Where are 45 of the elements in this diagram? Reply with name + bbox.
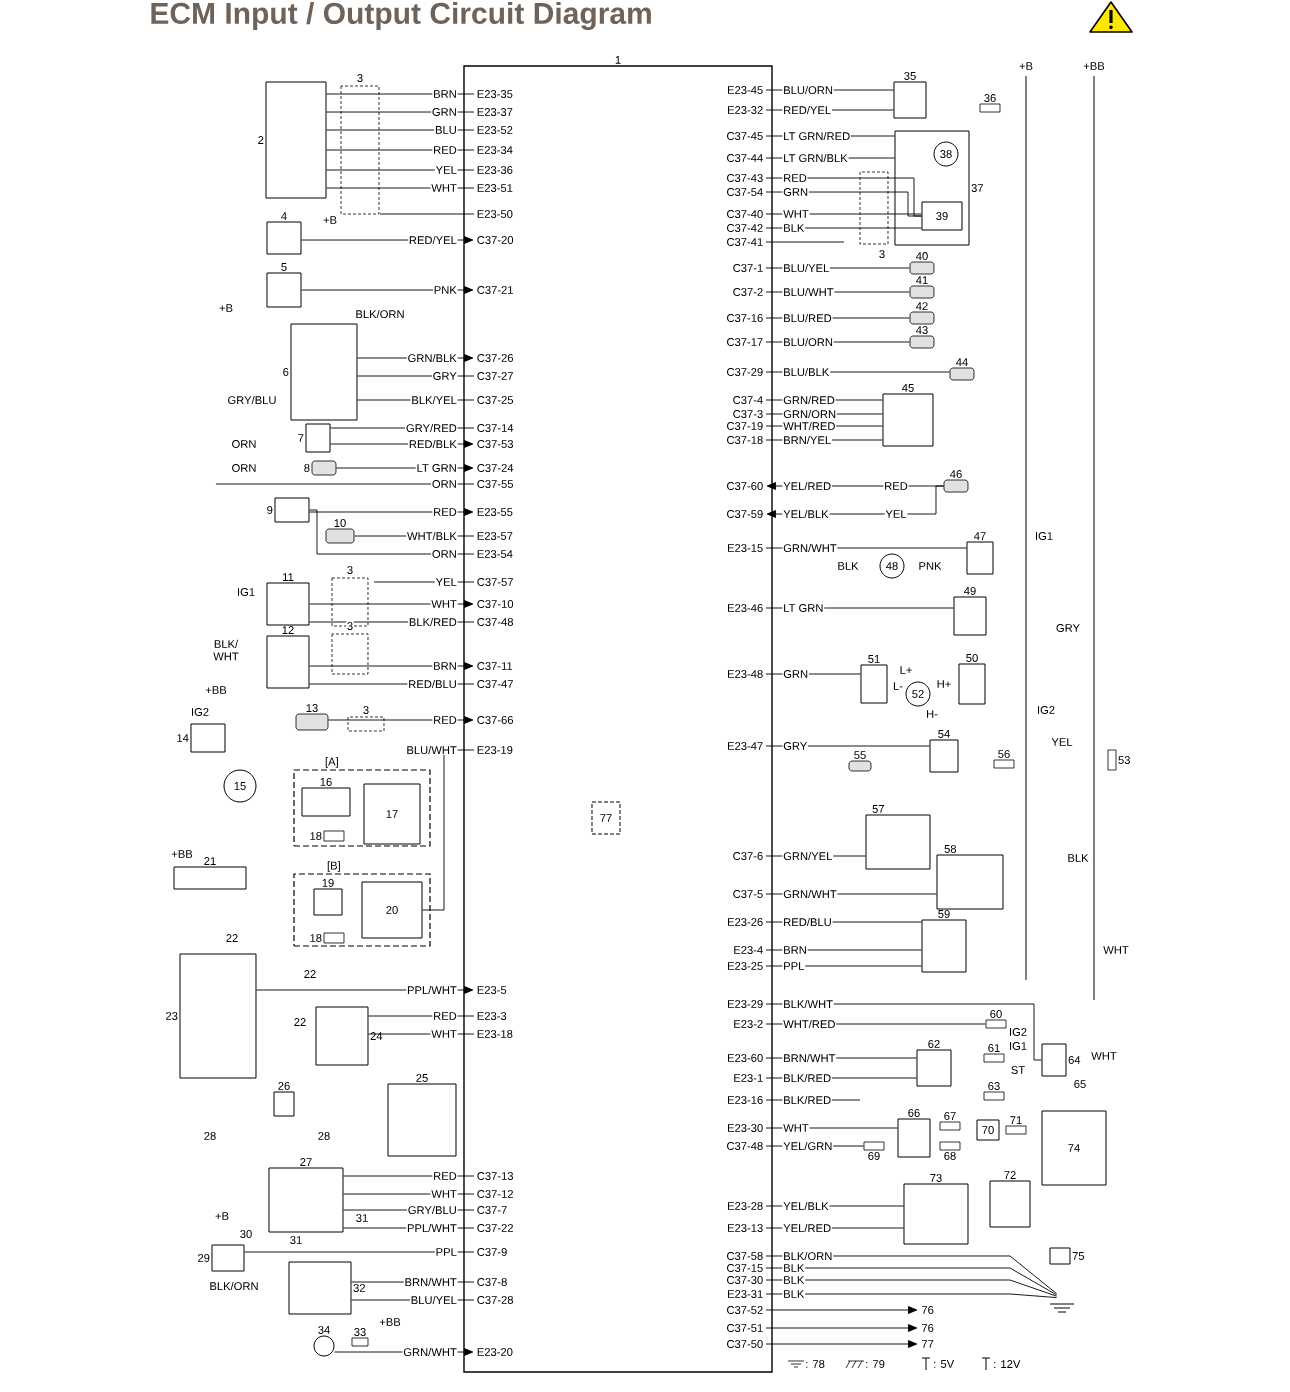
wire [326,149,475,151]
wire [765,965,922,967]
wire [335,464,474,472]
wire [422,749,475,911]
wire [765,1306,918,1314]
wire [343,1193,475,1195]
wire [309,508,474,516]
wire [765,1293,1058,1299]
wire [765,213,922,215]
wire [765,607,954,609]
wire [765,745,930,747]
wire [368,1033,475,1035]
wire [379,213,475,215]
wire [326,93,475,95]
wire [765,227,922,229]
wire [357,399,475,401]
wire [309,662,474,670]
wire [301,286,474,294]
wire [765,1340,918,1348]
wire [215,483,475,485]
wire [373,581,475,583]
wire [326,187,475,189]
wire [244,1251,475,1253]
wire [351,1299,475,1301]
wire [368,1015,475,1017]
wire [309,600,474,608]
wire [766,485,945,518]
wire [326,129,475,131]
wire [765,1127,898,1129]
wire [326,169,475,171]
wire [765,949,922,951]
wire [765,371,951,373]
ground-symbol [1049,1303,1075,1313]
wire [327,716,474,724]
wire [765,1324,918,1332]
wire [343,1175,475,1177]
wire [326,111,475,113]
title: ECM Input / Output Circuit Diagram [151,1,651,31]
wire [765,267,911,269]
wire [765,1279,1058,1297]
wire [765,241,845,243]
wire [309,509,475,555]
wire [765,1267,1058,1296]
wire [357,375,475,377]
wire [765,191,922,217]
